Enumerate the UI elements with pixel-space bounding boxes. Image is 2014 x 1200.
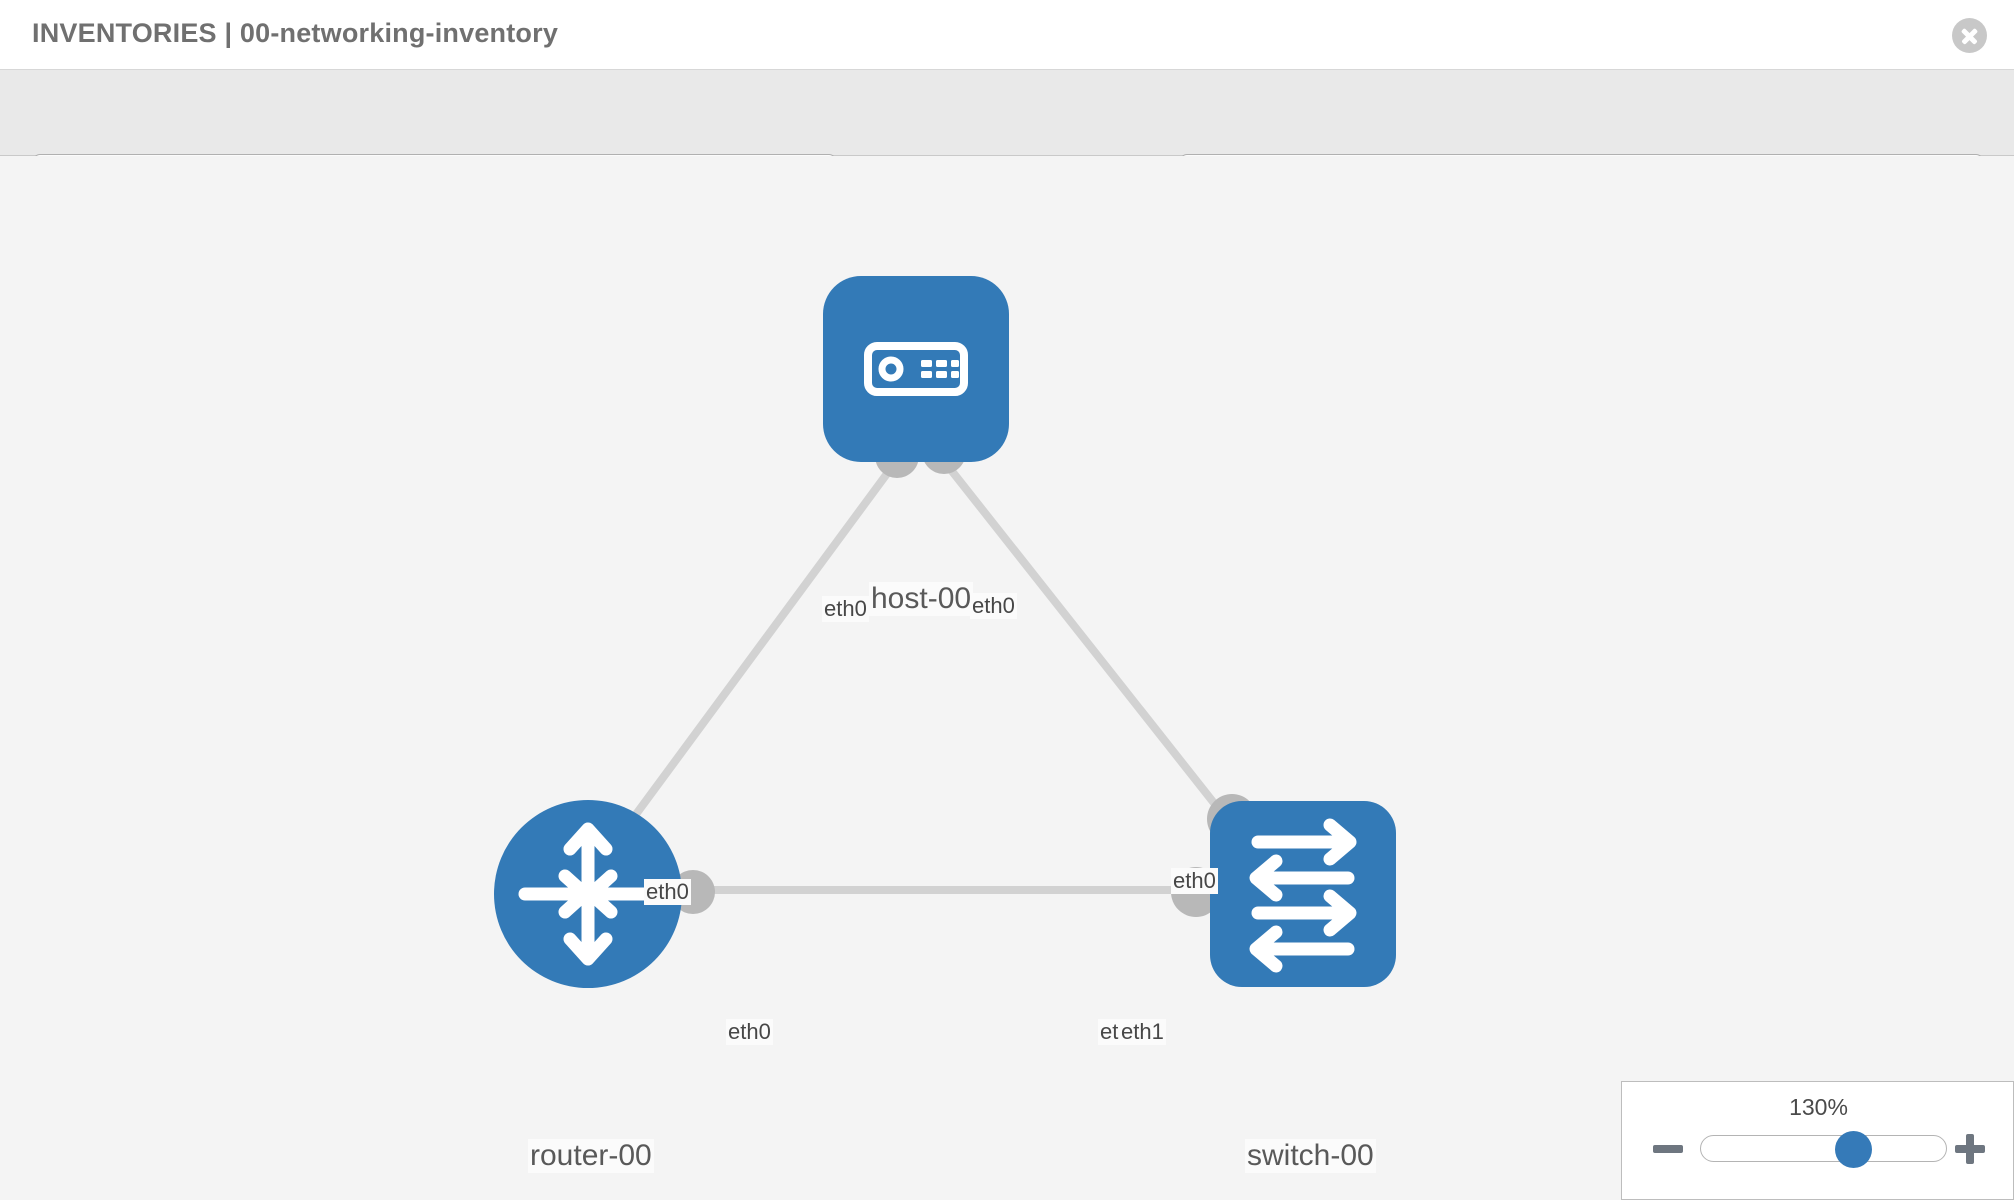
zoom-slider-thumb[interactable] <box>1834 1131 1872 1168</box>
node-router-00 <box>494 800 682 988</box>
iface-label: eth0 <box>1171 868 1218 894</box>
toolbar: ACTIONS SEARCH <box>0 70 2014 211</box>
zoom-slider[interactable] <box>1700 1131 1947 1168</box>
link-host-switch <box>936 452 1244 840</box>
node-label-host: host-00 <box>869 582 974 616</box>
zoom-control-panel: 130% <box>1621 1081 2014 1200</box>
iface-label: eth0 <box>970 593 1017 619</box>
node-label-router: router-00 <box>528 1139 654 1173</box>
node-host-00 <box>823 276 1009 462</box>
window-header: INVENTORIES | 00-networking-inventory <box>0 0 2014 70</box>
node-label-switch: switch-00 <box>1245 1139 1376 1173</box>
iface-label: eth0 <box>822 596 869 622</box>
link-host-router <box>616 452 904 840</box>
iface-label: eth0 <box>644 879 691 905</box>
close-icon[interactable] <box>1952 18 1987 53</box>
iface-label: eth1 <box>1119 1019 1166 1045</box>
node-switch-00 <box>1210 801 1396 987</box>
minus-icon[interactable] <box>1653 1134 1683 1164</box>
plus-icon[interactable] <box>1955 1134 1985 1164</box>
zoom-level-value: 130% <box>1789 1094 1848 1120</box>
topology-links <box>616 452 1244 894</box>
topology-connectors <box>671 430 1257 917</box>
iface-label: eth0 <box>726 1019 773 1045</box>
topology-canvas[interactable]: eth0 eth0 eth0 eth0 eth0 eth eth1 host-0… <box>0 156 2014 1200</box>
topology-graph <box>494 276 1396 988</box>
page-title: INVENTORIES | 00-networking-inventory <box>32 18 559 48</box>
